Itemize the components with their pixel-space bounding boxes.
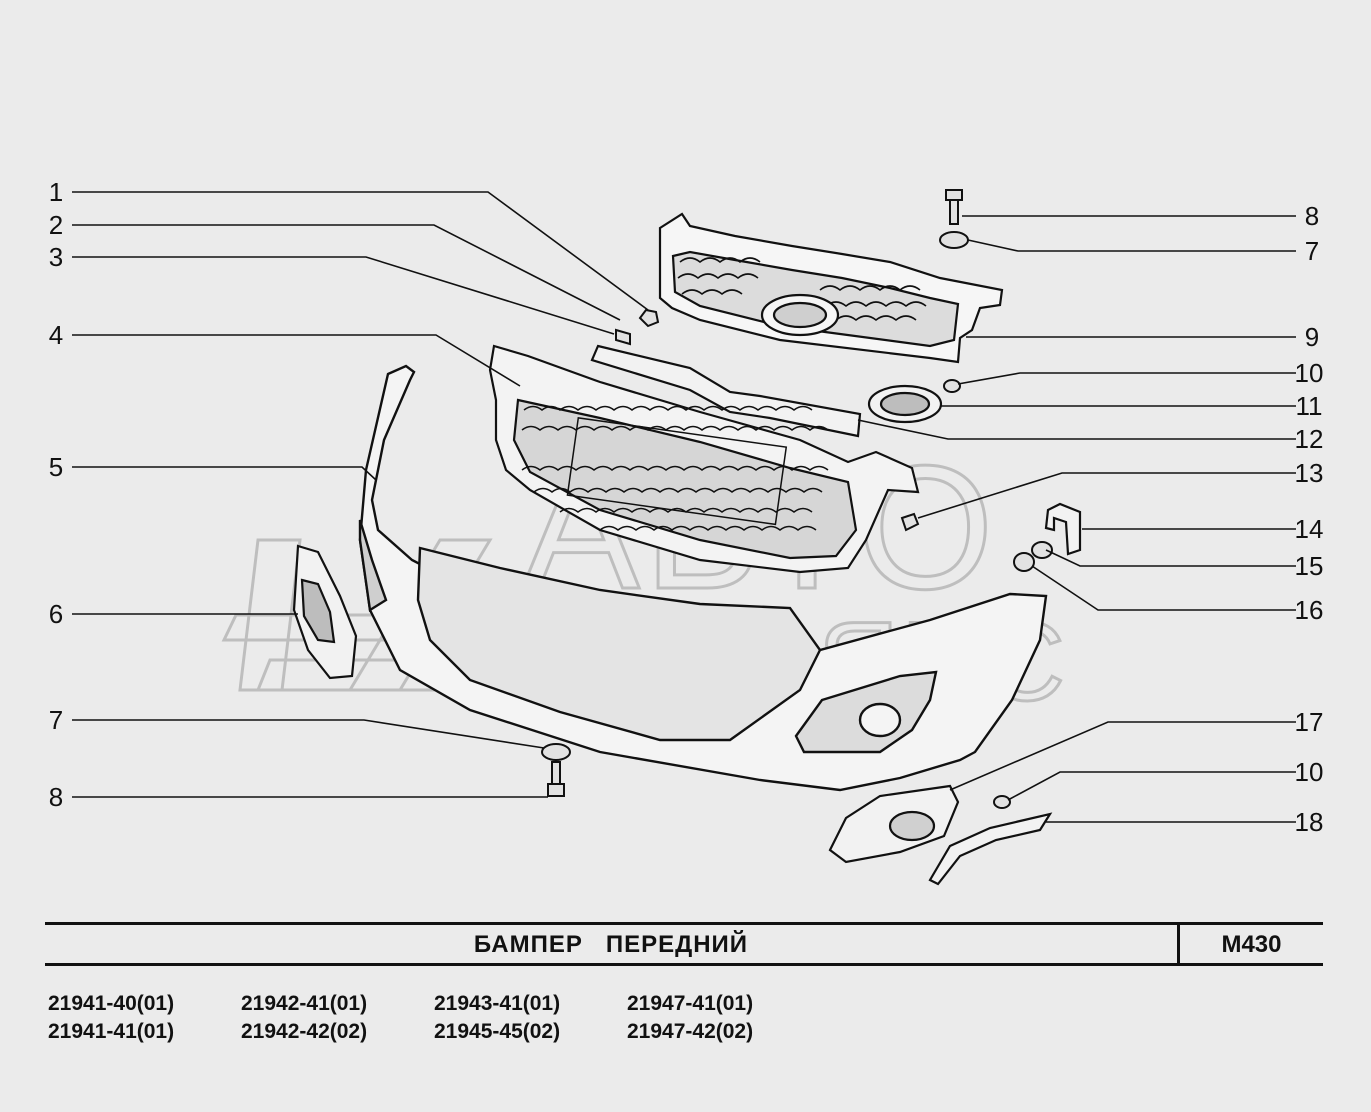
upper-grille [658, 212, 1004, 364]
callout-label-2: 2 [49, 210, 63, 240]
callout-label-12: 12 [1295, 424, 1324, 454]
callout-label-17: 17 [1295, 707, 1324, 737]
model-code: 21941-41(01) [48, 1020, 175, 1043]
callout-label-15: 15 [1295, 551, 1324, 581]
callout-label-7-right: 7 [1305, 236, 1319, 266]
model-code: 21942-41(01) [241, 992, 368, 1015]
sheet-code: M430 [1221, 931, 1282, 958]
model-code: 21943-41(01) [434, 992, 561, 1015]
callout-label-18: 18 [1295, 807, 1324, 837]
fog-lamp-bezel [828, 784, 960, 864]
title-divider [1177, 925, 1180, 963]
side-air-inlet [292, 544, 358, 680]
model-code: 21947-42(02) [627, 1020, 754, 1043]
mounting-bracket [1044, 502, 1082, 556]
callout-label-9: 9 [1305, 322, 1319, 352]
callout-label-1: 1 [49, 177, 63, 207]
callout-label-8-right: 8 [1305, 201, 1319, 231]
lower-grille-mesh [521, 405, 829, 531]
callout-label-8-left: 8 [49, 782, 63, 812]
emblem [867, 384, 943, 424]
model-code: 21942-42(02) [241, 1020, 368, 1043]
callout-label-5: 5 [49, 452, 63, 482]
model-code: 21947-41(01) [627, 992, 754, 1015]
callout-label-6: 6 [49, 599, 63, 629]
callouts-right: 8 7 9 10 11 12 13 14 15 16 17 10 18 [1295, 201, 1324, 837]
model-code: 21945-45(02) [434, 1020, 561, 1043]
callout-label-16: 16 [1295, 595, 1324, 625]
callout-label-7-left: 7 [49, 705, 63, 735]
model-code: 21941-40(01) [48, 992, 175, 1015]
callout-label-13: 13 [1295, 458, 1324, 488]
callout-label-3: 3 [49, 242, 63, 272]
callout-label-14: 14 [1295, 514, 1324, 544]
upper-grille-mesh [677, 257, 927, 322]
callout-label-10-lower: 10 [1295, 757, 1324, 787]
model-row: 21941-41(01) 21942-42(02) 21945-45(02) 2… [48, 1018, 820, 1046]
model-row: 21941-40(01) 21942-41(01) 21943-41(01) 2… [48, 990, 820, 1018]
leader-lines [72, 191, 1296, 823]
diagram-title: БАМПЕР ПЕРЕДНИЙ [473, 931, 749, 958]
grille-trim-strip [590, 344, 862, 438]
callout-label-4: 4 [49, 320, 63, 350]
fasteners [541, 189, 1053, 809]
callout-label-11: 11 [1296, 391, 1323, 421]
title-block: БАМПЕР ПЕРЕДНИЙ M430 [45, 922, 1323, 966]
callouts-left: 1 2 3 4 5 6 7 8 [49, 177, 63, 812]
lower-grille [488, 344, 920, 574]
callout-label-10-upper: 10 [1295, 358, 1324, 388]
bumper-molding [928, 812, 1053, 886]
model-list: 21941-40(01) 21942-41(01) 21943-41(01) 2… [48, 990, 820, 1046]
